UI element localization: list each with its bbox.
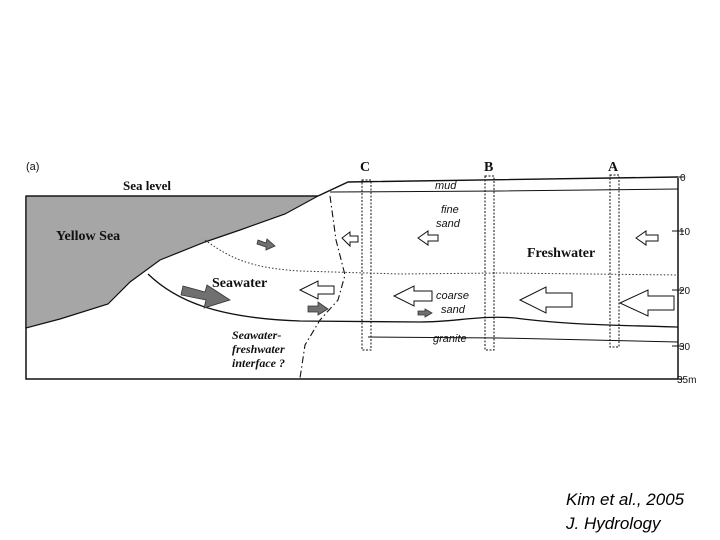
well-a [609, 174, 620, 348]
seawater-arrow-tiny [417, 308, 433, 318]
fine-coarse-contact [204, 239, 679, 276]
freshwater-arrow-a-upper [635, 230, 659, 246]
granite-base [367, 336, 679, 343]
freshwater-arrow-c-upper [341, 231, 359, 248]
depth-tick-35m: 35m [677, 375, 696, 386]
interface-line [299, 195, 346, 379]
citation: Kim et al., 2005 J. Hydrology [566, 488, 684, 536]
fine-sand-label-2: sand [436, 218, 461, 230]
seawater-label: Seawater [212, 276, 267, 291]
freshwater-arrow-lower-2 [392, 285, 433, 307]
granite-top [147, 273, 679, 328]
mud-label: mud [435, 180, 457, 192]
mud-layer-base [329, 188, 679, 193]
well-b [484, 175, 495, 351]
freshwater-arrow-b-upper [417, 230, 439, 246]
depth-tick-10: 10 [679, 227, 691, 238]
sea-level-label: Sea level [123, 178, 171, 193]
freshwater-label: Freshwater [527, 246, 595, 261]
interface-label-3: interface ? [232, 356, 285, 370]
interface-label-2: freshwater [232, 342, 285, 356]
well-c-label: C [360, 160, 370, 175]
coarse-sand-label-1: coarse [436, 290, 469, 302]
seawater-arrow-mid [307, 301, 329, 316]
depth-tick-0: 0 [680, 173, 686, 184]
well-c [361, 179, 372, 351]
fine-sand-label-1: fine [441, 204, 459, 216]
granite-label: granite [433, 333, 467, 345]
freshwater-arrow-lower-4 [618, 289, 675, 317]
freshwater-arrow-lower-1 [298, 280, 335, 300]
yellow-sea-label: Yellow Sea [56, 229, 120, 244]
freshwater-arrows [298, 230, 675, 317]
seawater-arrow-large [180, 284, 231, 309]
land-surface [317, 176, 679, 197]
depth-tick-30: 30 [679, 342, 691, 353]
coarse-sand-label-2: sand [441, 304, 466, 316]
depth-axis [672, 176, 684, 380]
seawater-arrows [180, 238, 433, 318]
freshwater-arrow-lower-3 [518, 286, 573, 314]
interface-label-1: Seawater- [232, 328, 281, 342]
citation-authors: Kim et al., 2005 [566, 490, 685, 509]
depth-tick-20: 20 [679, 286, 691, 297]
well-a-label: A [608, 160, 619, 175]
citation-journal: J. Hydrology [566, 514, 661, 533]
seawater-arrow-small [256, 238, 276, 251]
panel-label: (a) [26, 161, 39, 173]
well-b-label: B [484, 160, 493, 175]
yellow-sea-water [25, 195, 319, 329]
